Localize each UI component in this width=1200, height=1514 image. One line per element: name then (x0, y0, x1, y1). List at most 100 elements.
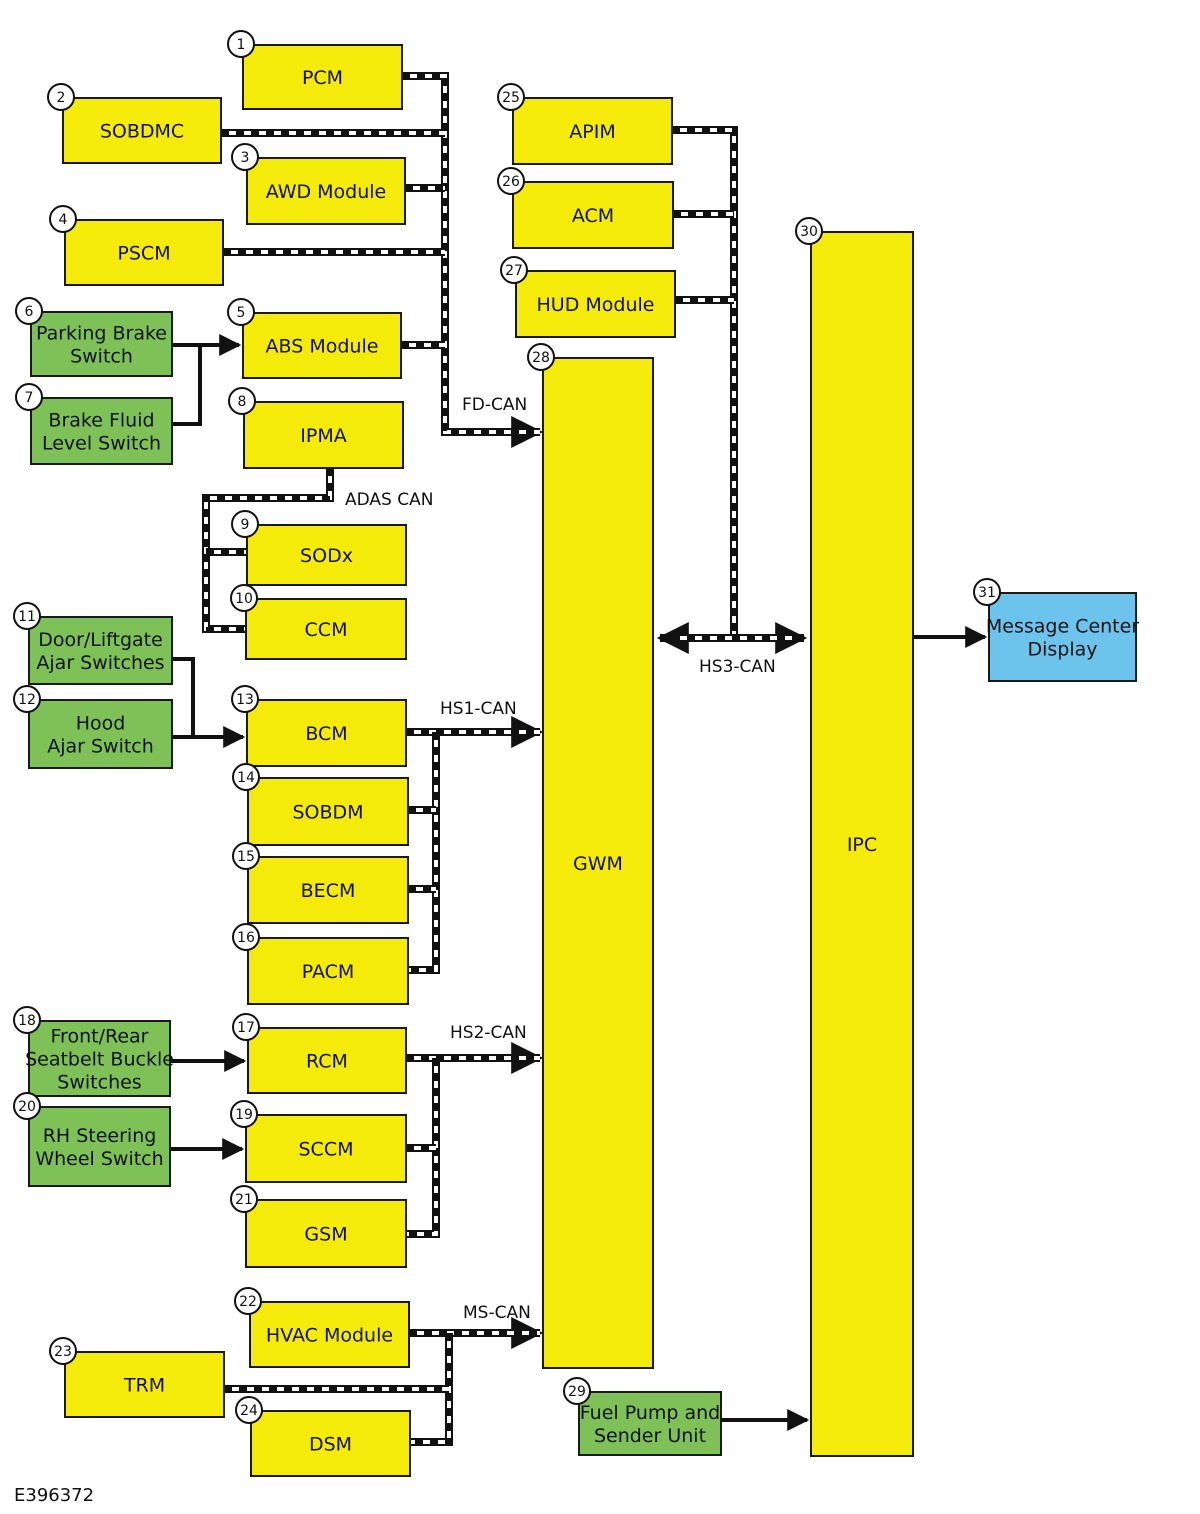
sodx-label: SODx (300, 545, 353, 567)
sobdmc-number: 2 (57, 90, 66, 106)
module-ipc: IPC 30 (795, 217, 914, 1457)
ipma-box (243, 401, 404, 469)
fuel-label: Sender Unit (594, 1425, 706, 1447)
door-number: 11 (18, 609, 36, 625)
gsm-label: GSM (304, 1224, 347, 1246)
gsm-number: 21 (235, 1192, 253, 1208)
sobdmc-box (62, 97, 222, 164)
pbs-label: Switch (70, 346, 133, 368)
dsm-number: 24 (240, 1403, 258, 1419)
sodx-number-badge (231, 510, 259, 538)
sobdm-label: SOBDM (292, 802, 363, 824)
ipc-label: IPC (847, 834, 877, 856)
acm-number-badge (497, 167, 525, 195)
hvac-label: HVAC Module (266, 1325, 393, 1347)
bcm-label: BCM (305, 723, 347, 745)
pbs-box (30, 311, 173, 377)
bcm-box (246, 699, 407, 767)
abs-label: ABS Module (266, 336, 379, 358)
hud-box (515, 270, 676, 338)
ms-can-label: MS-CAN (463, 1303, 531, 1323)
gwm-number-badge (527, 343, 555, 371)
rcm-number: 17 (237, 1020, 255, 1036)
hs2-can-label: HS2-CAN (450, 1023, 527, 1043)
hs1-can-bus-outer (408, 732, 440, 974)
ccm-number-badge (230, 584, 258, 612)
ipc-number-badge (795, 217, 823, 245)
msgc-box (988, 592, 1137, 682)
acm-box (512, 181, 674, 249)
dsm-number-badge (235, 1396, 263, 1424)
pacm-label: PACM (302, 961, 355, 983)
sccm-box (245, 1114, 407, 1183)
ccm-label: CCM (305, 619, 348, 641)
pscm-box (64, 219, 224, 286)
gwm-label: GWM (573, 853, 623, 875)
brake-switches-wire (172, 343, 202, 426)
ms-can-bus-dashes (410, 1333, 451, 1444)
fuel-number-badge (563, 1377, 591, 1405)
hood-label: Ajar Switch (47, 736, 154, 758)
module-pacm: PACM 16 (232, 923, 409, 1005)
msgc-label: Display (1027, 639, 1097, 661)
ipc-number: 30 (800, 224, 818, 240)
door-box (28, 616, 173, 685)
sodx-number: 9 (241, 517, 250, 533)
door-label: Ajar Switches (36, 652, 164, 674)
ipma-number-badge (228, 387, 256, 415)
adas-can-bus-dashes (204, 468, 332, 631)
sobdm-number: 14 (237, 770, 255, 786)
becm-number: 15 (237, 849, 255, 865)
door-number-badge (13, 602, 41, 630)
seatbelt-number: 18 (18, 1013, 36, 1029)
hs3-can-bus-inner (672, 128, 736, 638)
module-gsm: GSM 21 (230, 1185, 407, 1268)
awd-box (246, 157, 406, 225)
acm-number: 26 (502, 174, 520, 190)
sccm-number-badge (230, 1100, 258, 1128)
adas-can-label: ADAS CAN (345, 490, 433, 510)
gsm-box (245, 1199, 407, 1268)
awd-number: 3 (241, 150, 250, 166)
hs3-can-bus-outer (672, 126, 738, 638)
labels-layer: FD-CAN ADAS CAN HS1-CAN HS2-CAN MS-CAN H… (14, 395, 776, 1506)
fuel-box (578, 1391, 722, 1456)
hs1-can-bus-inner (408, 732, 438, 972)
sobdm-box (247, 777, 409, 846)
ccm-number: 10 (235, 591, 253, 607)
gwm-box (542, 357, 654, 1369)
pbs-number-badge (15, 297, 43, 325)
pacm-number-badge (232, 923, 260, 951)
trm-label: TRM (123, 1375, 165, 1397)
trm-box (64, 1351, 225, 1418)
ajar-switches-wire (172, 657, 195, 739)
trm-number-badge (49, 1337, 77, 1365)
pscm-number: 4 (59, 212, 68, 228)
pacm-number: 16 (237, 930, 255, 946)
seatbelt-label: Seatbelt Buckle (25, 1049, 174, 1071)
bfl-label: Level Switch (42, 433, 161, 455)
becm-box (247, 856, 409, 924)
fd-can-bus-dashes (402, 74, 540, 434)
rhsw-label: Wheel Switch (35, 1148, 163, 1170)
hud-number: 27 (505, 263, 523, 279)
fuel-number: 29 (568, 1384, 586, 1400)
hvac-number-badge (234, 1287, 262, 1315)
